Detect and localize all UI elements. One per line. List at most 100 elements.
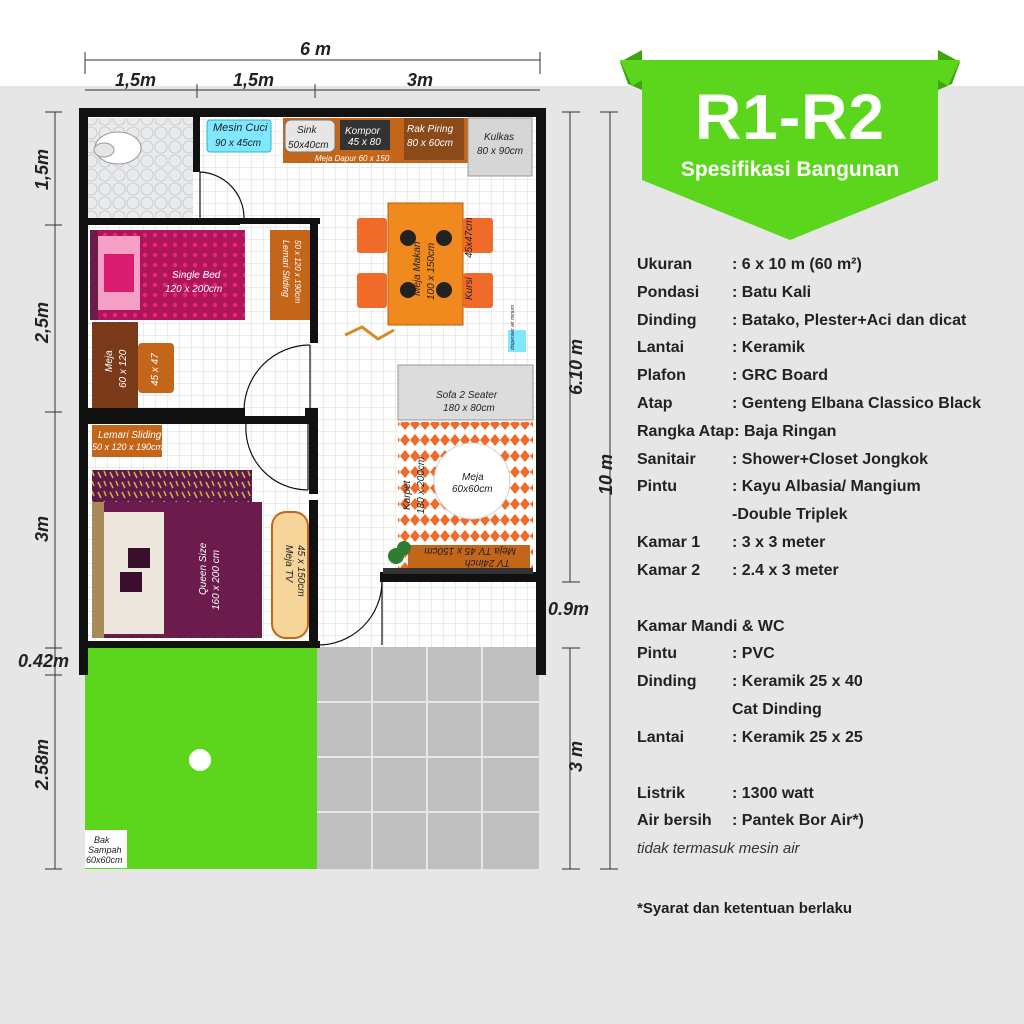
label-meja-tv-2: Meja TV — [283, 545, 294, 584]
spec-row: Dinding: Keramik 25 x 40 — [637, 673, 863, 691]
plant-icon — [388, 541, 411, 564]
bak-sampah — [85, 830, 127, 868]
label-meja-dapur: Meja Dapur 60 x 150 — [315, 154, 390, 163]
label-lemari-2: Lemari Sliding — [98, 430, 162, 441]
meja-tamu — [433, 442, 511, 520]
rak-piring — [404, 118, 464, 160]
toilet-icon — [93, 131, 142, 165]
dim-left-h3: 3m — [32, 516, 52, 542]
banner-title: R1-R2 — [695, 81, 885, 153]
dim-left-h2: 2,5m — [32, 302, 52, 344]
pillow — [104, 254, 134, 292]
spec-row: Pondasi: Batu Kali — [637, 283, 812, 301]
spec-row: Cat Dinding — [732, 700, 822, 718]
svg-text:80 x 60cm: 80 x 60cm — [407, 138, 453, 149]
dimension-lines — [45, 52, 618, 870]
kulkas — [467, 117, 533, 177]
svg-text:60x60cm: 60x60cm — [86, 855, 123, 865]
svg-text:45x47cm: 45x47cm — [464, 217, 475, 258]
svg-text:180 x 80cm: 180 x 80cm — [443, 403, 495, 414]
meja-kecil — [92, 322, 138, 408]
svg-text:45 x 150cm: 45 x 150cm — [295, 545, 306, 597]
svg-text:60x60cm: 60x60cm — [452, 484, 493, 495]
label-meja-makan: Meja Makan — [412, 241, 423, 296]
spec-row: Lantai: Keramik 25 x 25 — [637, 728, 863, 746]
sink — [284, 119, 336, 153]
bed-rug — [92, 470, 252, 502]
svg-text:90 x 45cm: 90 x 45cm — [215, 138, 261, 149]
spec-row: Lantai: Keramik — [637, 339, 805, 357]
label-sink: Sink — [297, 125, 317, 136]
garden-light — [189, 749, 211, 771]
kompor — [340, 120, 390, 150]
mesin-cuci — [206, 119, 272, 153]
label-meja-tamu: Meja — [462, 472, 484, 483]
svg-text:50 x 120 x 190cm: 50 x 120 x 190cm — [92, 442, 164, 452]
label-kursi: Kursi — [464, 276, 475, 300]
walls — [79, 108, 546, 675]
svg-text:45 x 80: 45 x 80 — [348, 137, 381, 148]
title-banner — [620, 50, 960, 240]
label-meja-kecil: Meja — [104, 350, 115, 372]
lemari-sliding-1 — [270, 230, 310, 320]
dim-right-h3: 3 m — [566, 741, 586, 772]
label-tv: TV 24inch — [465, 557, 510, 568]
banner-subtitle: Spesifikasi Bangunan — [680, 158, 900, 181]
svg-text:50 x 120 x 190cm: 50 x 120 x 190cm — [293, 240, 302, 303]
svg-text:80 x 90cm: 80 x 90cm — [477, 146, 523, 157]
svg-text:160 x 200 cm: 160 x 200 cm — [211, 550, 222, 610]
dim-left-h5: 2.58m — [32, 739, 52, 791]
svg-text:50x40cm: 50x40cm — [288, 140, 329, 151]
dining-chairs — [357, 218, 493, 308]
plates — [400, 230, 452, 298]
dim-w1: 1,5m — [115, 70, 156, 90]
spec-note: tidak termasuk mesin air — [637, 840, 800, 858]
spec-list: Ukuran: 6 x 10 m (60 m²) Pondasi: Batu K… — [637, 256, 1022, 868]
bathroom-floor — [88, 118, 193, 220]
label-sofa: Sofa 2 Seater — [436, 390, 498, 401]
spec-row: Sanitair: Shower+Closet Jongkok — [637, 450, 929, 468]
dim-right-total: 10 m — [596, 454, 616, 495]
cushions — [120, 548, 150, 592]
label-queen-bed: Queen Size — [198, 542, 209, 595]
spec-row: Listrik: 1300 watt — [637, 784, 814, 802]
meja-makan — [387, 202, 464, 326]
spec-wc-title: Kamar Mandi & WC — [637, 617, 785, 635]
dim-right-h1: 6.10 m — [566, 339, 586, 395]
spec-row: Kamar 2: 2.4 x 3 meter — [637, 561, 839, 579]
label-kompor: Kompor — [345, 126, 381, 137]
label-mesin-cuci: Mesin Cuci — [213, 122, 268, 134]
dim-right-h2: 0.9m — [548, 599, 589, 619]
kursi-kecil — [138, 343, 174, 393]
sofa — [397, 364, 534, 421]
meja-tv — [408, 545, 530, 569]
svg-text:Sampah: Sampah — [88, 845, 122, 855]
meja-tv-2 — [271, 511, 309, 639]
label-single-bed: Single Bed — [172, 270, 221, 281]
label-kursi-kecil: 45 x 47 — [150, 353, 161, 386]
spec-row: Air bersih: Pantek Bor Air*) — [637, 812, 864, 830]
carport-tiles — [317, 647, 539, 869]
spec-row: -Double Triplek — [732, 506, 848, 524]
spec-row: Pintu: PVC — [637, 645, 775, 663]
spec-row: Rangka Atap: Baja Ringan — [637, 422, 837, 440]
svg-text:100 x 150cm: 100 x 150cm — [426, 243, 437, 300]
spec-row: Ukuran: 6 x 10 m (60 m²) — [637, 256, 862, 273]
terms-footer: *Syarat dan ketentuan berlaku — [637, 900, 853, 917]
label-rak-piring: Rak Piring — [407, 124, 454, 135]
doors — [199, 171, 383, 646]
label-lemari-1: Lemari Sliding — [281, 240, 291, 297]
dispenser-icon — [508, 330, 526, 352]
label-dispenser: dispenser air minum — [510, 305, 516, 350]
svg-text:60 x 120: 60 x 120 — [118, 349, 129, 388]
spec-row: Plafon: GRC Board — [637, 367, 828, 385]
svg-text:120 x 200cm: 120 x 200cm — [165, 284, 222, 295]
spec-row: Atap: Genteng Elbana Classico Black — [637, 394, 981, 412]
dim-left-h1: 1,5m — [32, 149, 52, 190]
spec-row: Dinding: Batako, Plester+Aci dan dicat — [637, 311, 967, 329]
spec-row: Pintu: Kayu Albasia/ Mangium — [637, 478, 921, 496]
label-kulkas: Kulkas — [484, 132, 514, 143]
lemari-sliding-2 — [92, 425, 162, 457]
dim-w3: 3m — [407, 70, 433, 90]
